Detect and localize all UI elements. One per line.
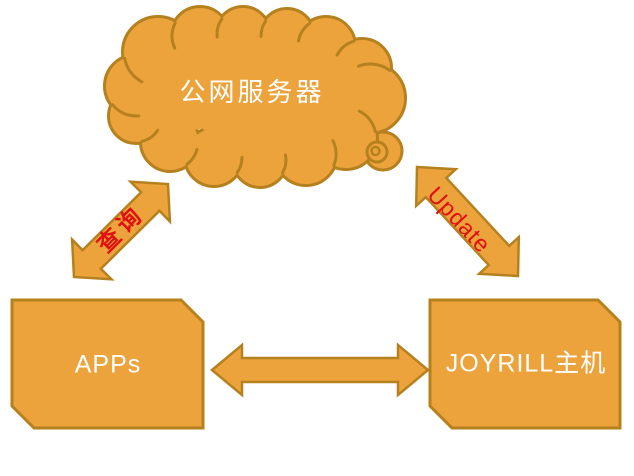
cloud-fill xyxy=(275,45,365,135)
joyrill-box xyxy=(428,298,622,430)
cloud-junction-arc xyxy=(185,148,199,166)
update-arrow xyxy=(414,165,521,278)
cloud-junction-arc xyxy=(235,155,244,175)
apps-joyrill-arrow xyxy=(210,342,430,398)
cloud-label: 公网服务器 xyxy=(179,78,325,108)
cloud-junction-arc xyxy=(297,21,312,43)
cloud-curl-inner xyxy=(370,145,381,157)
apps-box-label: APPs xyxy=(74,350,142,379)
joyrill-box-label: JOYRILL主机 xyxy=(445,349,607,378)
cloud-junction-arc xyxy=(259,19,268,38)
cloud-junction-arc xyxy=(123,56,144,84)
cloud-junction-arc xyxy=(281,153,288,175)
cloud-junction-arc xyxy=(335,39,356,57)
cloud-junction-arc xyxy=(357,109,377,134)
cloud-junction-arc xyxy=(170,21,177,50)
query-arrow xyxy=(70,180,172,281)
cloud-junction-arc xyxy=(331,139,338,167)
cloud-junction-arc xyxy=(111,103,141,118)
apps-box xyxy=(10,298,205,430)
cloud-shape-detail xyxy=(111,17,392,175)
cloud-fill xyxy=(205,83,295,173)
cloud-shape-fill xyxy=(106,8,404,186)
cloud-junction-arc xyxy=(356,62,392,72)
cloud-junction-arc xyxy=(140,128,160,143)
cloud-junction-arc xyxy=(215,17,224,39)
